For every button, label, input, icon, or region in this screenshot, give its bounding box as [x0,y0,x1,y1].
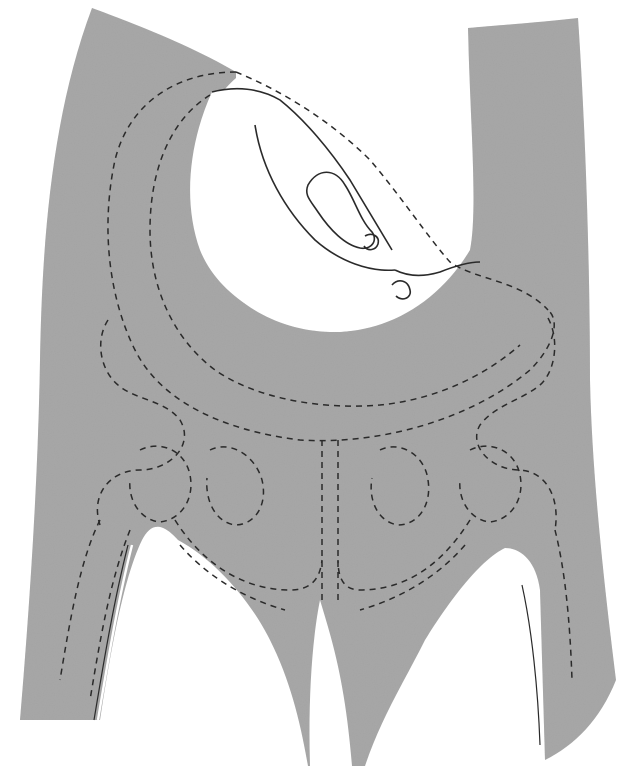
anatomical-illustration [0,0,623,768]
illustration-canvas [0,0,623,768]
